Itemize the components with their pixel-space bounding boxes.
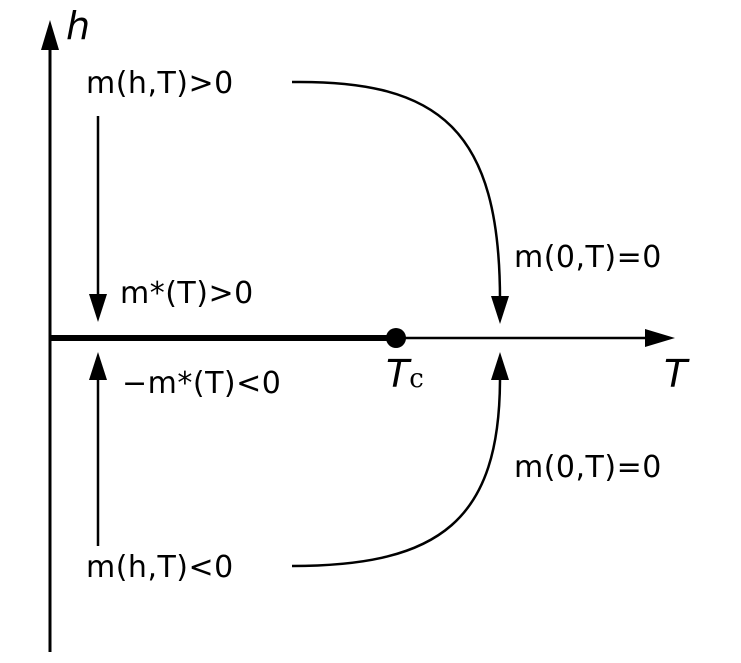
right-upper-label: m(0,T)=0 <box>514 240 662 275</box>
h-axis-arrowhead <box>41 20 59 50</box>
upper-branch-label: m*(T)>0 <box>120 276 254 311</box>
t-axis-label: T <box>664 352 688 396</box>
lower-curve-arrowhead <box>491 352 509 380</box>
t-axis-arrowhead <box>645 329 675 347</box>
upper-curve-arrow <box>291 80 502 301</box>
lower-branch-label: −m*(T)<0 <box>122 366 282 401</box>
lower-left-arrowhead <box>89 352 107 380</box>
right-lower-label: m(0,T)=0 <box>514 450 662 485</box>
h-axis-label: h <box>66 4 91 48</box>
critical-temperature-subscript: c <box>409 364 424 394</box>
upper-left-arrowhead <box>89 294 107 322</box>
critical-temperature-label: Tc <box>386 352 424 396</box>
upper-curve-arrowhead <box>491 296 509 324</box>
lower-curve-arrow <box>291 377 502 568</box>
top-left-label: m(h,T)>0 <box>86 66 234 101</box>
critical-temperature-symbol: T <box>386 352 410 396</box>
bottom-left-label: m(h,T)<0 <box>86 550 234 585</box>
critical-point-dot <box>386 328 406 348</box>
